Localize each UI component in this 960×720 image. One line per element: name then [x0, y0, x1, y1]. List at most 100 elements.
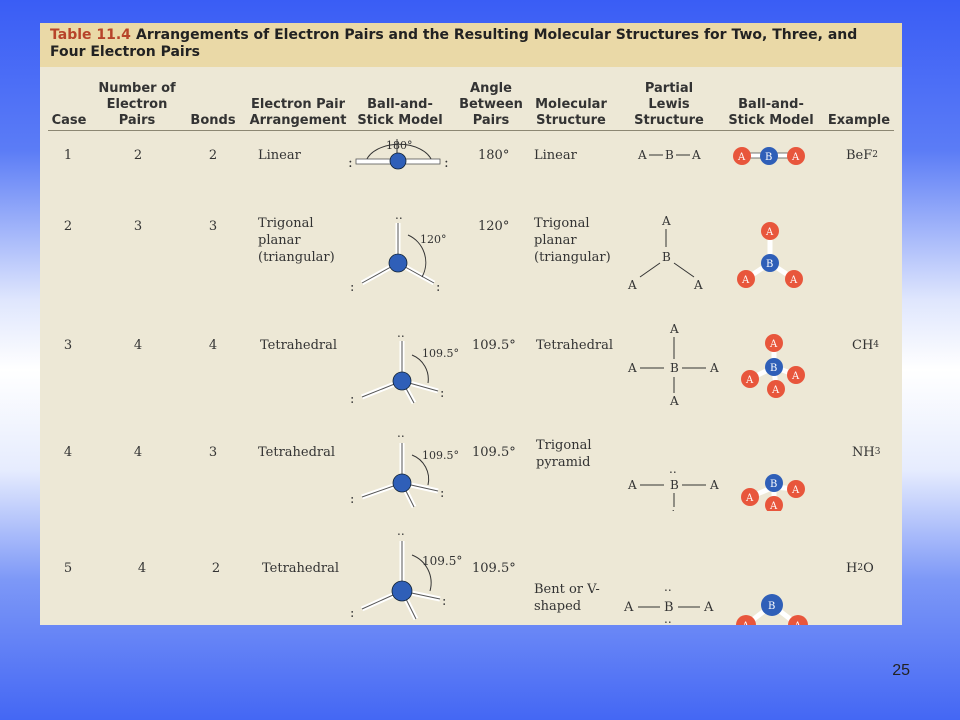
svg-text:A: A	[769, 339, 778, 350]
angle-value: 109.5°	[472, 337, 516, 353]
tetrahedral-molecule-model: A A A B A	[741, 334, 805, 398]
svg-text:180°: 180°	[386, 139, 413, 152]
linear-molecule-model: A B A	[733, 147, 805, 165]
page-number: 25	[892, 662, 910, 679]
header-bonds: Bonds	[190, 113, 236, 128]
svg-text::: :	[442, 594, 446, 609]
angle-value: 109.5°	[472, 444, 516, 460]
table-row: 3 4 4 Tetrahedral .. : : 109.5° 109.5° T…	[40, 299, 902, 405]
svg-text:..: ..	[664, 612, 672, 625]
svg-text:A: A	[771, 385, 780, 396]
bent-molecule-model: A A B	[736, 594, 808, 625]
pyramid-ball-stick-model: .. : : 109.5°	[350, 426, 459, 509]
bent-lewis-structure: .. A B A ..	[623, 580, 714, 625]
angle-value: 120°	[478, 218, 510, 234]
svg-text::: :	[348, 155, 353, 171]
table-row: 2 3 3 Trigonal planar (triangular) .. : …	[40, 179, 902, 297]
case-number: 2	[63, 218, 73, 234]
svg-text:A: A	[789, 275, 798, 286]
svg-text:A: A	[745, 493, 754, 504]
svg-text:B: B	[670, 361, 679, 375]
svg-text:A: A	[709, 361, 719, 375]
svg-text:B: B	[664, 600, 674, 615]
svg-text::: :	[436, 280, 440, 295]
svg-text:A: A	[623, 600, 634, 615]
tetrahedral-lewis-structure: A A B A A	[627, 322, 719, 405]
molecular-structure-text: Linear	[534, 147, 577, 163]
svg-text:A: A	[737, 152, 746, 163]
case-number: 3	[63, 337, 73, 353]
electron-pair-table: Table 11.4 Arrangements of Electron Pair…	[40, 23, 902, 625]
arrangement-text: Trigonal planar (triangular)	[258, 216, 335, 265]
trigonal-ball-stick-model: .. : : 120°	[350, 208, 447, 295]
svg-text:A: A	[741, 621, 750, 625]
svg-text:A: A	[709, 478, 719, 492]
bonds-count: 3	[208, 218, 218, 234]
svg-text::: :	[440, 386, 444, 401]
svg-text:..: ..	[669, 462, 677, 476]
bonds-count: 2	[211, 560, 221, 576]
molecular-structure-text: Tetrahedral	[536, 337, 614, 353]
case-number: 5	[63, 560, 73, 576]
bonds-count: 4	[208, 337, 218, 353]
svg-text:109.5°: 109.5°	[422, 347, 459, 360]
linear-lewis-structure: A B A	[637, 148, 701, 162]
header-electron-pairs: Number of Electron Pairs	[98, 81, 176, 128]
header-angle: Angle Between Pairs	[459, 81, 523, 128]
svg-text:..: ..	[397, 426, 405, 440]
angle-value: 180°	[478, 147, 510, 163]
svg-text::: :	[440, 486, 444, 501]
svg-text:A: A	[691, 148, 701, 162]
svg-text:B: B	[662, 250, 671, 264]
svg-text:B: B	[770, 363, 777, 374]
svg-text:..: ..	[397, 524, 405, 538]
svg-text:B: B	[765, 152, 772, 163]
svg-text:A: A	[669, 510, 677, 511]
svg-text:109.5°: 109.5°	[422, 554, 462, 568]
arrangement-text: Linear	[258, 147, 301, 163]
angle-value: 109.5°	[472, 560, 516, 576]
svg-text::: :	[444, 155, 449, 171]
table-title: Arrangements of Electron Pairs and the R…	[50, 27, 858, 60]
svg-text:B: B	[768, 601, 775, 612]
pyramid-molecule-model: A A B A	[741, 474, 805, 511]
pairs-count: 3	[133, 218, 143, 234]
svg-text:B: B	[770, 479, 777, 490]
molecular-structure-text: Trigonal planar (triangular)	[534, 216, 611, 265]
pairs-count: 4	[133, 337, 143, 353]
table-row: 1 2 2 Linear : : 180° 180° Linear A B A …	[40, 133, 902, 177]
svg-text:A: A	[791, 485, 800, 496]
svg-text:A: A	[693, 278, 703, 292]
svg-text::: :	[350, 606, 354, 621]
header-lewis-structure: Partial Lewis Structure	[634, 81, 704, 128]
arrangement-text: Tetrahedral	[262, 560, 340, 576]
svg-text:A: A	[627, 478, 637, 492]
table-row: 4 4 3 Tetrahedral .. : : 109.5° 109.5° T…	[40, 407, 902, 511]
svg-text:..: ..	[664, 580, 672, 594]
header-ball-stick-model-2: Ball-and- Stick Model	[728, 97, 814, 128]
pairs-count: 4	[137, 560, 147, 576]
svg-text:A: A	[791, 371, 800, 382]
svg-text:A: A	[745, 375, 754, 386]
case-number: 1	[63, 147, 73, 163]
svg-text:A: A	[791, 152, 800, 163]
svg-text::: :	[350, 392, 354, 405]
svg-text:A: A	[627, 278, 637, 292]
table-title-bar: Table 11.4 Arrangements of Electron Pair…	[40, 23, 902, 67]
svg-text:A: A	[741, 275, 750, 286]
header-example: Example	[827, 113, 891, 128]
table-number: Table 11.4	[50, 27, 131, 43]
svg-text:120°: 120°	[420, 233, 447, 246]
svg-text:B: B	[665, 148, 674, 162]
svg-text:A: A	[703, 600, 714, 615]
svg-text:A: A	[627, 361, 637, 375]
header-divider	[48, 130, 894, 131]
arrangement-text: Tetrahedral	[258, 444, 336, 460]
bonds-count: 3	[208, 444, 218, 460]
table-row: 5 4 2 Tetrahedral .. : : 109.5° 109.5° B…	[40, 513, 902, 625]
arrangement-text: Tetrahedral	[260, 337, 338, 353]
svg-text:A: A	[765, 227, 774, 238]
svg-text:A: A	[769, 501, 778, 511]
svg-text:A: A	[669, 394, 679, 405]
